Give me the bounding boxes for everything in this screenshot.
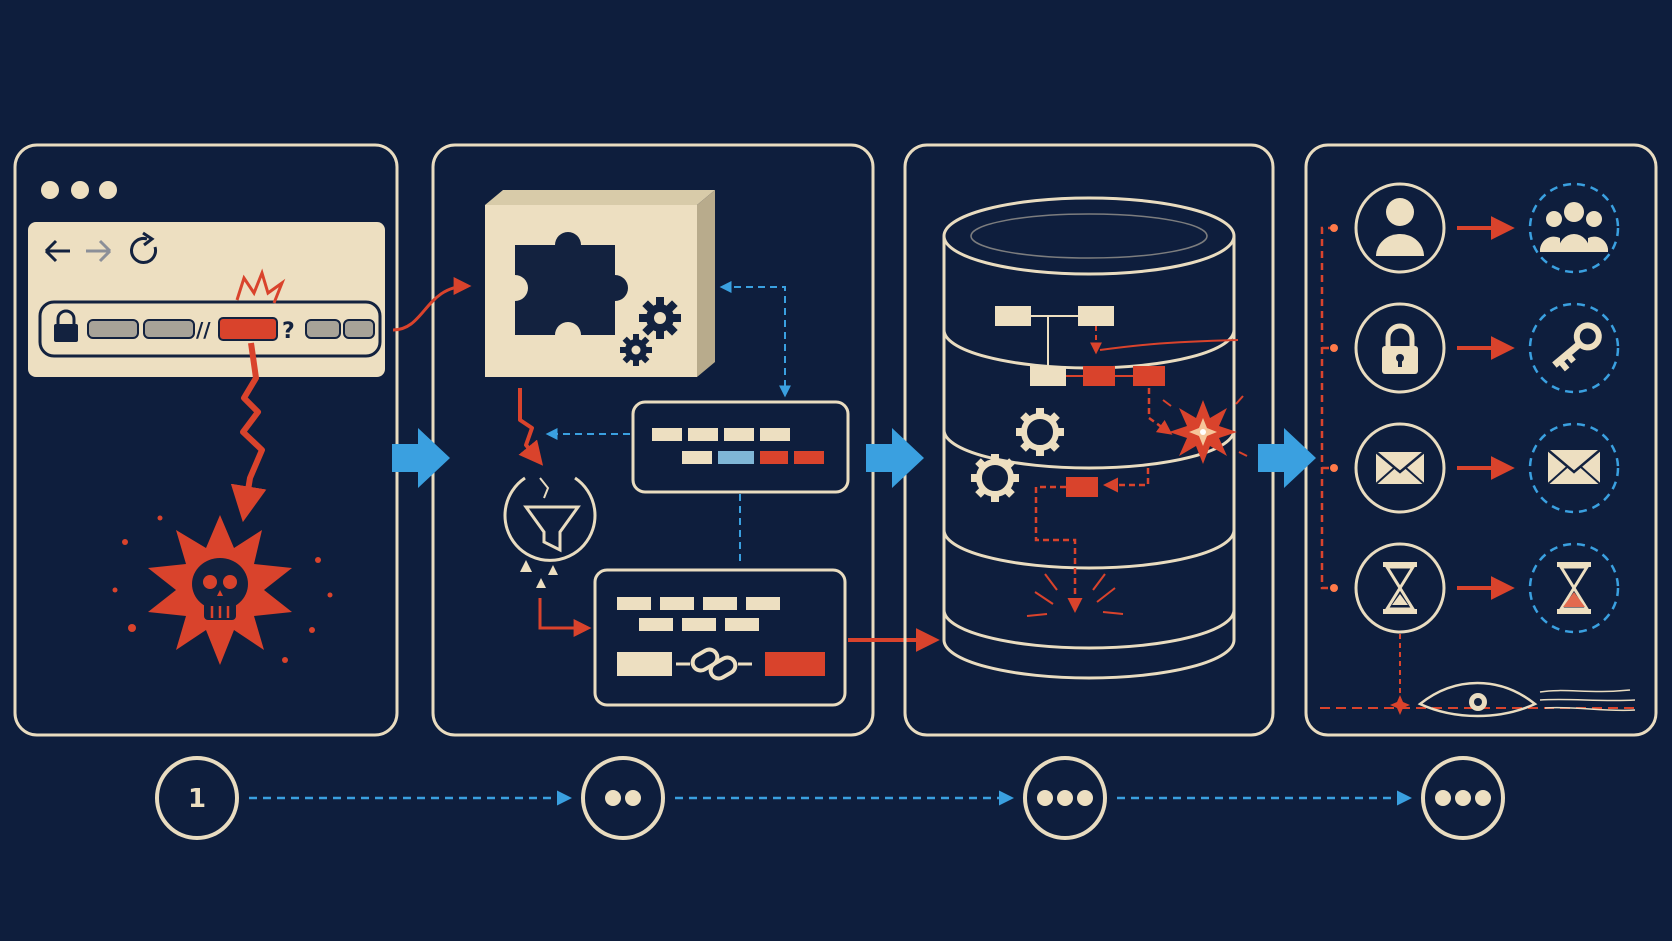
target-node	[1528, 302, 1620, 394]
hourglass-icon	[1383, 562, 1417, 614]
step-badge-1: 1	[155, 756, 239, 840]
stage-arrow	[392, 428, 450, 488]
step-badge-4	[1421, 756, 1505, 840]
exploit-bolt	[518, 388, 544, 466]
step-badge-3	[1023, 756, 1107, 840]
injection-spark	[235, 268, 286, 304]
panel-frame	[903, 143, 1275, 737]
gear-icon	[639, 297, 681, 339]
forward-arrow-icon[interactable]	[86, 239, 112, 263]
url-segment	[87, 319, 139, 339]
url-segment	[143, 319, 195, 339]
joined-tokens	[617, 597, 825, 676]
panel-impact	[1304, 143, 1658, 737]
step-dot	[1455, 790, 1471, 806]
envelope-icon	[1375, 451, 1425, 485]
source-node	[1354, 422, 1446, 514]
gear-icon	[1016, 408, 1064, 456]
stage-arrow	[866, 428, 924, 488]
panel-frame	[1304, 143, 1658, 737]
panel-frame	[431, 143, 875, 737]
step-dot	[1435, 790, 1451, 806]
step-badge-2	[581, 756, 665, 840]
spark-burst-icon	[1162, 395, 1248, 464]
step-label: 1	[188, 784, 206, 814]
step-dot	[625, 790, 641, 806]
user-group-icon	[1539, 202, 1609, 252]
panel-browser: // ?	[13, 143, 399, 737]
url-separator: //	[196, 318, 211, 342]
eye-icon	[1417, 681, 1636, 718]
step-indicators: 1	[155, 756, 1505, 840]
query-plan-nodes	[995, 306, 1239, 613]
panel-database	[903, 143, 1275, 737]
address-bar[interactable]	[38, 300, 382, 358]
source-node	[1354, 302, 1446, 394]
lock-icon	[54, 309, 78, 342]
step-dot	[605, 790, 621, 806]
reload-icon[interactable]	[130, 231, 157, 264]
key-icon	[1552, 322, 1602, 372]
target-node	[1528, 542, 1620, 634]
panel-processing	[392, 143, 940, 737]
injected-url-segment	[218, 317, 278, 341]
dashed-link	[719, 281, 791, 398]
back-arrow-icon[interactable]	[44, 239, 70, 263]
url-segment	[343, 319, 375, 339]
skull-explosion-icon	[112, 515, 333, 665]
user-icon	[1376, 198, 1424, 256]
joined-query-box	[593, 568, 847, 707]
impact-trunk	[1320, 226, 1335, 590]
plugin-block	[485, 190, 715, 377]
padlock-icon	[1382, 323, 1418, 374]
hourglass-icon	[1557, 562, 1591, 614]
envelope-icon	[1547, 449, 1601, 485]
stage-arrow	[1258, 428, 1316, 488]
url-query-mark: ?	[282, 319, 295, 344]
crash-sparks	[1026, 573, 1124, 617]
puzzle-icon	[515, 232, 628, 335]
url-segment	[305, 319, 341, 339]
gear-icon	[620, 334, 652, 366]
step-dot	[1037, 790, 1053, 806]
target-node	[1528, 182, 1620, 274]
spark-burst-icon	[1390, 695, 1410, 715]
panel-frame	[13, 143, 399, 737]
query-box	[631, 400, 850, 494]
step-dot	[1077, 790, 1093, 806]
flow-arrow	[538, 598, 592, 637]
source-node	[1354, 182, 1446, 274]
target-node	[1528, 422, 1620, 514]
browser-window	[28, 222, 385, 377]
query-tokens	[652, 428, 824, 464]
filter-funnel-icon	[503, 476, 597, 588]
window-dots-icon	[41, 181, 117, 199]
step-dot	[1475, 790, 1491, 806]
gear-icon	[971, 454, 1019, 502]
source-node	[1354, 542, 1446, 634]
chain-link-icon	[690, 647, 738, 681]
step-dot	[1057, 790, 1073, 806]
flow-arrow	[392, 277, 472, 332]
exploit-bolt	[230, 342, 267, 523]
